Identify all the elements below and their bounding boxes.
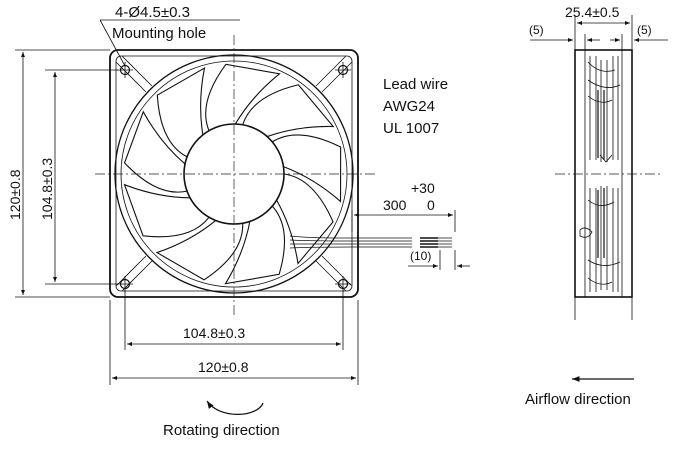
impeller-blade [123,110,188,193]
side-depth-label: 25.4±0.5 [565,4,620,20]
width-pitch-label: 104.8±0.3 [183,325,245,341]
lead-wire-tolerance-upper: +30 [411,180,435,196]
impeller-blade [155,219,244,281]
lead-wire-title: Lead wire [383,76,448,93]
impeller-blade [156,66,206,158]
airflow-direction-indicator: Airflow direction [525,376,634,408]
lead-wire-tolerance-lower: 0 [427,197,435,213]
rotating-direction-label: Rotating direction [163,422,280,439]
impeller-blade [242,84,335,138]
impeller-blade [271,134,342,203]
impeller-blade [123,183,210,238]
side-height-extension [574,297,633,320]
airflow-direction-label: Airflow direction [525,391,631,408]
lead-wire-length-label: 300 [383,197,407,213]
width-outer-label: 120±0.8 [198,359,249,375]
strip-length-label: (10) [410,249,431,263]
side-flange-dimension: (5) (5) [529,23,668,50]
width-pitch-dimension: 104.8±0.3 [124,290,344,350]
height-pitch-dimension: 104.8±0.3 [39,69,119,285]
side-depth-dimension: 25.4±0.5 [565,4,633,50]
impeller-blade [205,63,281,132]
height-pitch-label: 104.8±0.3 [39,158,55,220]
flange-right-label: (5) [637,23,652,37]
rotating-direction-indicator: Rotating direction [163,400,280,439]
lead-wire-bundle [289,235,452,249]
lead-wire-notes: Lead wire AWG24 UL 1007 [383,76,448,137]
height-outer-dimension: 120±0.8 [7,49,110,298]
width-outer-dimension: 120±0.8 [109,300,359,385]
lead-wire-standard: UL 1007 [383,120,439,137]
fan-impeller [123,63,342,285]
impeller-blade [224,205,285,285]
height-outer-label: 120±0.8 [7,169,23,220]
lead-wire-length-dimension: +30 300 0 [351,180,456,232]
mounting-hole-label: Mounting hole [112,25,206,42]
impeller-blade [276,173,334,265]
fan-side-view [555,49,660,298]
strip-length-dimension: (10) [408,249,470,270]
mounting-hole-callout: 4-Ø4.5±0.3 Mounting hole [99,4,240,67]
flange-left-label: (5) [529,23,544,37]
mounting-hole-spec: 4-Ø4.5±0.3 [115,4,190,21]
fan-front-view [95,35,452,315]
mounting-hole-marks [117,62,351,292]
side-body-outline [574,49,633,298]
lead-wire-gauge: AWG24 [383,98,435,115]
